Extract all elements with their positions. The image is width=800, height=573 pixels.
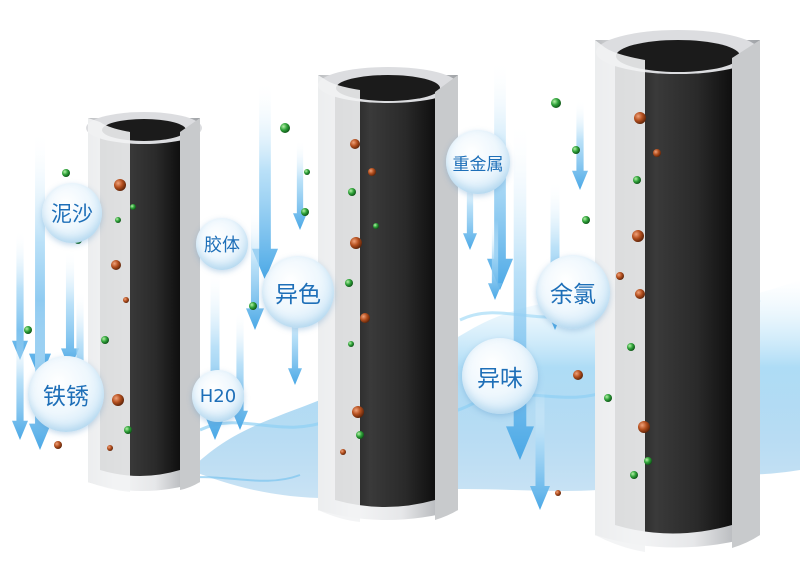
filter-cartridge-large xyxy=(595,30,760,552)
label-residual-chlorine: 余氯 xyxy=(536,255,610,329)
down-arrow-icon xyxy=(12,230,28,360)
down-arrow-icon xyxy=(545,180,565,330)
down-arrow-icon xyxy=(232,310,248,430)
impurity-particle-brown xyxy=(635,289,645,299)
impurity-particle-green xyxy=(124,426,132,434)
impurity-particle-brown xyxy=(54,441,62,449)
impurity-particle-brown xyxy=(368,168,376,176)
impurity-particle-green xyxy=(551,98,561,108)
impurity-particle-brown xyxy=(616,272,624,280)
impurity-particle-green xyxy=(62,169,70,177)
label-residual-chlorine-text: 余氯 xyxy=(550,282,596,308)
impurity-particle-brown xyxy=(573,370,583,380)
impurity-particle-green xyxy=(348,188,356,196)
impurity-particle-brown xyxy=(555,490,561,496)
impurity-particle-brown xyxy=(360,313,370,323)
down-arrow-icon xyxy=(488,220,502,300)
filter-cartridge-small xyxy=(86,112,202,492)
impurity-particle-brown xyxy=(653,149,661,157)
impurity-particle-green xyxy=(644,457,652,465)
label-colloid: 胶体 xyxy=(196,218,248,270)
label-mud-sand: 泥沙 xyxy=(42,183,102,243)
down-arrow-icon xyxy=(72,290,88,410)
impurity-particle-green xyxy=(356,431,364,439)
impurity-particle-green xyxy=(301,208,309,216)
impurity-particle-green xyxy=(572,146,580,154)
label-odd-taste: 异味 xyxy=(462,338,538,414)
label-heavy-metal-text: 重金属 xyxy=(452,154,504,175)
impurity-particle-brown xyxy=(111,260,121,270)
down-arrow-icon xyxy=(29,130,51,380)
impurity-particle-brown xyxy=(350,237,362,249)
down-arrow-icon xyxy=(572,100,588,190)
impurity-particle-brown xyxy=(350,139,360,149)
down-arrow-icon xyxy=(506,120,534,460)
impurity-particle-green xyxy=(24,326,32,334)
label-h2o-text: H20 xyxy=(199,385,237,407)
label-h2o: H20 xyxy=(192,370,244,422)
impurity-particle-green xyxy=(373,223,379,229)
label-odd-color-text: 异色 xyxy=(275,282,321,308)
label-colloid-text: 胶体 xyxy=(204,235,240,256)
label-odd-taste-text: 异味 xyxy=(477,366,523,392)
impurity-particle-green xyxy=(348,341,354,347)
down-arrow-icon xyxy=(252,80,278,280)
label-rust: 铁锈 xyxy=(28,356,104,432)
impurity-particle-green xyxy=(345,279,353,287)
label-heavy-metal: 重金属 xyxy=(446,130,510,194)
impurity-particle-green xyxy=(304,169,310,175)
impurity-particle-brown xyxy=(634,112,646,124)
impurity-particle-green xyxy=(582,216,590,224)
impurity-particle-green xyxy=(633,176,641,184)
down-arrow-icon xyxy=(463,170,477,250)
impurity-particle-brown xyxy=(112,394,124,406)
down-arrow-icon xyxy=(246,210,264,330)
impurity-particle-green xyxy=(630,471,638,479)
impurity-particle-brown xyxy=(638,421,650,433)
down-arrow-icon xyxy=(288,295,302,385)
impurity-particle-brown xyxy=(632,230,644,242)
impurity-particle-green xyxy=(627,343,635,351)
filter-cartridge-medium xyxy=(318,67,458,522)
down-arrow-icon xyxy=(205,270,225,440)
down-arrow-icon xyxy=(293,140,307,230)
impurity-particles xyxy=(24,98,661,496)
impurity-particle-green xyxy=(130,204,136,210)
down-arrow-icon xyxy=(61,250,79,370)
impurity-particle-green xyxy=(280,123,290,133)
label-odd-color: 异色 xyxy=(262,256,334,328)
down-arrow-icon xyxy=(530,390,550,510)
impurity-particle-green xyxy=(101,336,109,344)
down-arrow-icon xyxy=(12,330,28,440)
impurity-particle-brown xyxy=(107,445,113,451)
label-rust-text: 铁锈 xyxy=(43,384,89,410)
impurity-particle-green xyxy=(249,302,257,310)
impurity-particle-brown xyxy=(340,449,346,455)
impurity-particle-brown xyxy=(114,179,126,191)
impurity-particle-green xyxy=(115,217,121,223)
impurity-particle-green xyxy=(604,394,612,402)
impurity-particle-brown xyxy=(123,297,129,303)
label-mud-sand-text: 泥沙 xyxy=(51,202,93,226)
impurity-particle-brown xyxy=(352,406,364,418)
